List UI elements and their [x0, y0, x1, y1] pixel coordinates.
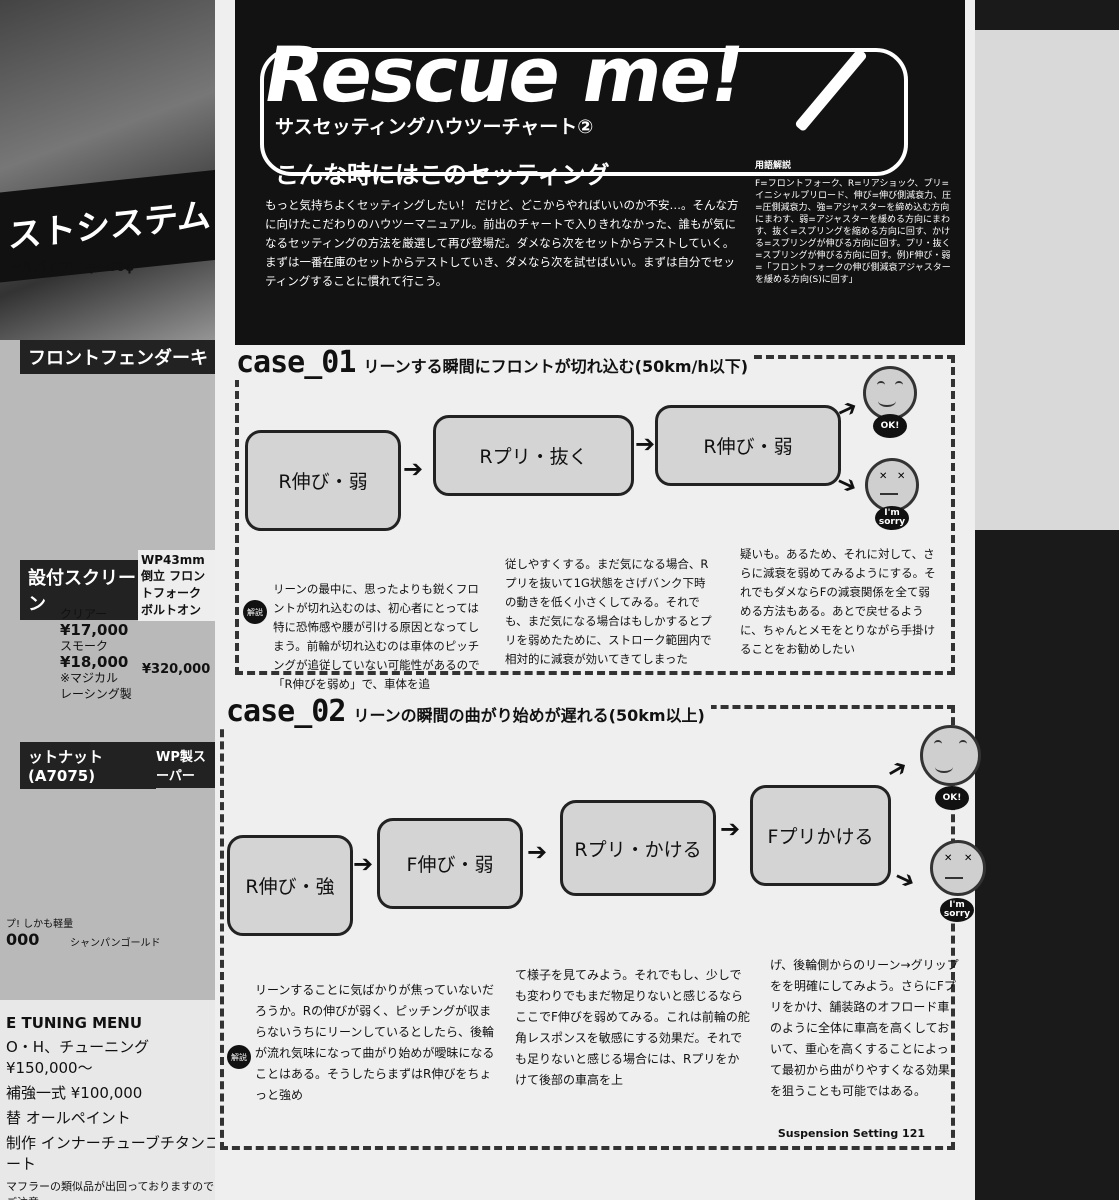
glossary-text: F=フロントフォーク、R=リアショック、プリ=イニシャルプリロード、伸び=伸び側…	[755, 179, 952, 285]
happy-face-icon	[920, 725, 981, 786]
flow-step: Fプリかける	[750, 785, 891, 886]
menu-item: 制作 インナーチューブチタンコート	[6, 1134, 220, 1173]
commentary-badge: 解説	[243, 600, 267, 624]
arrow-icon: ➔	[403, 455, 424, 483]
commentary-badge: 解説	[227, 1045, 251, 1069]
arrow-icon: ➔	[527, 838, 548, 866]
case-02-text: リーンすることに気ばかりが焦っていないだろうか。Rの伸びが弱く、ピッチングが収ま…	[255, 983, 495, 1102]
menu-note: マフラーの類似品が出回っておりますのでご注意	[6, 1180, 215, 1200]
lead-heading: こんな時にはこのセッティング	[275, 161, 610, 189]
menu-title: E TUNING MENU	[6, 1014, 143, 1032]
flow-step: F伸び・弱	[377, 818, 523, 909]
menu-item: 替 オールペイント	[6, 1109, 131, 1127]
nut-price: 000	[6, 930, 40, 949]
wp-fork-label: WP43mm 倒立 フロントフォーク ボルトオン	[138, 550, 220, 621]
case-01-text: 疑いも。あるため、それに対して、さらに減衰を弱めてみるようにする。それでもダメな…	[740, 547, 936, 656]
case-02-heading: case_02 リーンの瞬間の曲がり始めが遅れる(50km以上)	[220, 694, 711, 729]
sad-face-icon: ✕✕	[865, 458, 919, 512]
case-02-id: case_02	[226, 694, 346, 729]
fender-label: フロントフェンダーキ	[20, 340, 226, 374]
case-01-desc: リーンする瞬間にフロントが切れ込む(50km/h以下)	[363, 357, 749, 376]
flow-step: R伸び・強	[227, 835, 353, 936]
article-header: Rescue me! サスセッティングハウツーチャート② こんな時にはこのセッテ…	[235, 0, 965, 345]
case-01-id: case_01	[236, 345, 356, 380]
flow-step: R伸び・弱	[655, 405, 841, 486]
ok-badge: OK!	[935, 786, 969, 810]
title-frame	[260, 48, 908, 176]
left-page: ストシステム ールパイプ50φ～60φ フロントフェンダーキ 設付スクリーン ク…	[0, 0, 230, 1200]
case-01-text: リーンの最中に、思ったよりも鋭くフロントが切れ込むのは、初心者にとっては特に恐怖…	[273, 582, 480, 691]
menu-item: 補強一式 ¥100,000	[6, 1084, 143, 1102]
motorcycle-photo	[0, 0, 230, 340]
page-title: Rescue me!	[257, 30, 751, 119]
page-footer: Suspension Setting 121	[777, 1127, 925, 1140]
arrow-icon: ➔	[720, 815, 741, 843]
screen-prices: クリアー ¥17,000 スモーク ¥18,000 ※マジカル レーシング製	[60, 607, 132, 701]
exhaust-sub: ールパイプ50φ～60φ	[10, 260, 135, 274]
nut-color: シャンパンゴールド	[70, 938, 161, 949]
flow-step: R伸び・弱	[245, 430, 401, 531]
lead-text: もっと気持ちよくセッティングしたい！ だけど、どこからやればいいのか不安…。そん…	[265, 198, 739, 288]
case-01-heading: case_01 リーンする瞬間にフロントが切れ込む(50km/h以下)	[230, 345, 755, 380]
flow-step: Rプリ・抜く	[433, 415, 634, 496]
article-page: Rescue me! サスセッティングハウツーチャート② こんな時にはこのセッテ…	[215, 0, 986, 1200]
flow-step: Rプリ・かける	[560, 800, 716, 896]
happy-face-icon	[863, 366, 917, 420]
wp-fork-price: ¥320,000	[142, 662, 211, 677]
glossary: 用語解説 F=フロントフォーク、R=リアショック、プリ=イニシャルプリロード、伸…	[755, 160, 955, 286]
nut-label: ットナット(A7075)	[20, 742, 156, 789]
wp-super-label: WP製スーパー	[148, 742, 224, 788]
page-subtitle: サスセッティングハウツーチャート②	[275, 116, 594, 138]
sorry-badge: I'm sorry	[875, 506, 909, 530]
case-02-desc: リーンの瞬間の曲がり始めが遅れる(50km以上)	[353, 706, 705, 725]
glossary-title: 用語解説	[755, 161, 792, 171]
sorry-badge: I'm sorry	[940, 898, 974, 922]
menu-item: O・H、チューニング ¥150,000～	[6, 1038, 150, 1077]
screen-label: 設付スクリーン	[20, 560, 156, 620]
sad-face-icon: ✕✕	[930, 840, 986, 896]
case-02-text: げ、後輪側からのリーン→グリップをを明確にしてみよう。さらにFプリをかけ、舗装路…	[770, 958, 959, 1098]
tuning-menu: E TUNING MENU O・H、チューニング ¥150,000～ 補強一式 …	[0, 1000, 230, 1200]
case-02-text: て様子を見てみよう。それでもし、少しでも変わりでもまだ物足りないと感じるならここ…	[515, 968, 750, 1087]
case-01-text: 従しやすくする。まだ気になる場合、Rプリを抜いて1G状態をさげバンク下時の動きを…	[505, 557, 712, 666]
nut-note: プ! しかも軽量	[6, 919, 74, 930]
arrow-icon: ➔	[635, 430, 656, 458]
arrow-icon: ➔	[353, 850, 374, 878]
ok-badge: OK!	[873, 414, 907, 438]
